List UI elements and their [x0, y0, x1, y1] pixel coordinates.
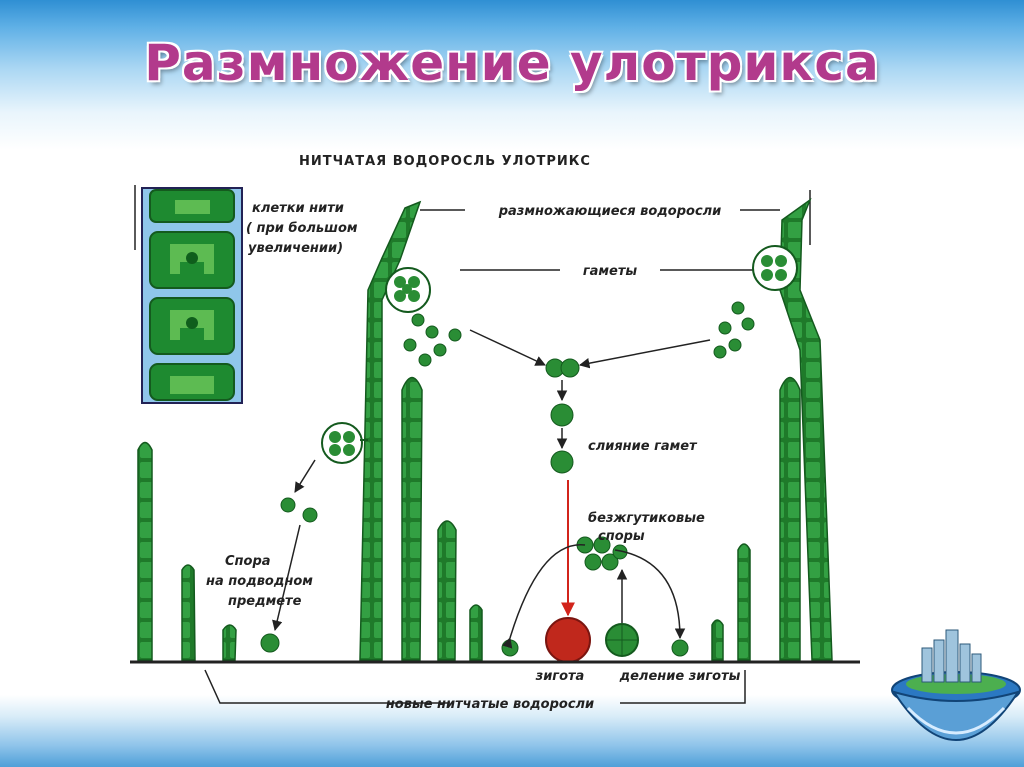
label-new-algae: новые нитчатые водоросли: [386, 697, 594, 712]
gametes: [404, 302, 754, 366]
city-globe-icon: [888, 628, 1024, 763]
label-zygote-division: деление зиготы: [619, 669, 741, 684]
ulothrix-diagram: НИТЧАТАЯ ВОДОРОСЛЬ УЛОТРИКС клетки нити …: [120, 140, 880, 720]
zoospores: [281, 498, 317, 522]
label-cells-2: ( при большом: [246, 221, 358, 236]
label-spores-1: безжгутиковые: [588, 511, 705, 526]
label-fusion: слияние гамет: [588, 439, 698, 454]
slide-title: Размножение улотрикса: [0, 34, 1024, 92]
diagram-heading: НИТЧАТАЯ ВОДОРОСЛЬ УЛОТРИКС: [299, 154, 591, 169]
gamete-fusion: [546, 359, 579, 473]
label-zygote: зигота: [535, 669, 585, 684]
label-reproducing: размножающиеся водоросли: [498, 204, 722, 219]
label-spore-1: Спора: [225, 554, 271, 569]
label-spore-2: на подводном: [206, 574, 313, 589]
label-gametes: гаметы: [583, 264, 638, 279]
label-spore-3: предмете: [228, 594, 302, 609]
label-cells-3: увеличении): [248, 241, 343, 256]
label-spores-2: споры: [598, 529, 645, 544]
magnified-cells: [142, 188, 242, 403]
label-cells-1: клетки нити: [252, 201, 344, 216]
